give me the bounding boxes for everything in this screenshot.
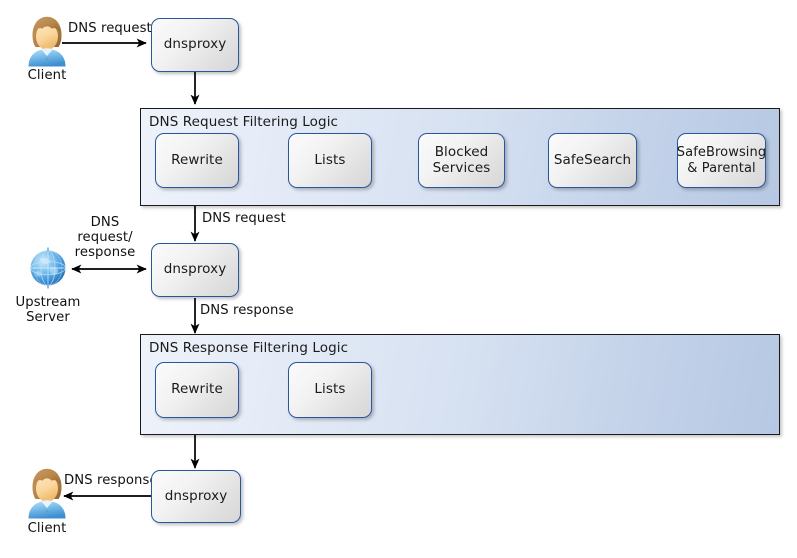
request-stage-safebrowsing-parental[interactable]: SafeBrowsing & Parental <box>677 133 766 188</box>
edge-label-dnsproxy-bottom-to-client: DNS response <box>64 473 158 488</box>
response-stage-rewrite[interactable]: Rewrite <box>155 362 239 418</box>
request-stage-rewrite[interactable]: Rewrite <box>155 133 239 188</box>
client-bottom-label: Client <box>27 521 67 536</box>
person-icon <box>22 466 72 520</box>
upstream-server-label: Upstream Server <box>0 295 96 325</box>
dnsproxy-middle-box[interactable]: dnsproxy <box>151 243 239 297</box>
client-top-label: Client <box>27 68 67 83</box>
request-stage-safebrowsing-parental-line1: SafeBrowsing <box>676 145 767 161</box>
edge-label-client-to-dnsproxy-top: DNS request <box>68 21 152 36</box>
request-stage-safesearch[interactable]: SafeSearch <box>548 133 637 188</box>
edge-label-upstream-exchange: DNS request/ response <box>67 215 143 260</box>
edge-label-request-filtering-to-dnsproxy-middle: DNS request <box>202 211 286 226</box>
edge-label-upstream-exchange-line1: DNS <box>90 215 120 230</box>
person-icon <box>22 14 72 68</box>
dnsproxy-bottom-label: dnsproxy <box>164 487 228 504</box>
request-stage-safesearch-line1: SafeSearch <box>553 151 632 168</box>
request-stage-blocked-services-line2: Services <box>432 159 491 176</box>
dnsproxy-top-label: dnsproxy <box>163 36 227 53</box>
request-stage-lists-line1: Lists <box>314 151 346 168</box>
response-stage-lists-line1: Lists <box>314 381 346 398</box>
upstream-server-label-line2: Server <box>26 310 70 326</box>
request-stage-blocked-services[interactable]: Blocked Services <box>418 133 505 188</box>
edge-label-upstream-exchange-line3: response <box>74 244 136 260</box>
request-stage-rewrite-line1: Rewrite <box>171 151 223 168</box>
edge-label-dnsproxy-middle-to-response-filtering: DNS response <box>200 303 294 318</box>
upstream-server-label-line1: Upstream <box>15 295 81 310</box>
request-stage-blocked-services-line1: Blocked <box>434 143 489 160</box>
dns-response-filtering-title: DNS Response Filtering Logic <box>149 340 349 356</box>
request-stage-safebrowsing-parental-line2: & Parental <box>687 160 756 176</box>
request-stage-lists[interactable]: Lists <box>288 133 372 188</box>
dnsproxy-top-box[interactable]: dnsproxy <box>151 18 239 72</box>
response-stage-rewrite-line1: Rewrite <box>171 381 223 398</box>
dns-response-filtering-group: DNS Response Filtering Logic <box>140 334 780 435</box>
response-stage-lists[interactable]: Lists <box>288 362 372 418</box>
edge-label-upstream-exchange-line2: request/ <box>77 229 133 245</box>
globe-icon <box>23 243 73 293</box>
dnsproxy-middle-label: dnsproxy <box>163 261 227 278</box>
dnsproxy-bottom-box[interactable]: dnsproxy <box>151 470 241 523</box>
dns-request-filtering-title: DNS Request Filtering Logic <box>149 114 339 130</box>
